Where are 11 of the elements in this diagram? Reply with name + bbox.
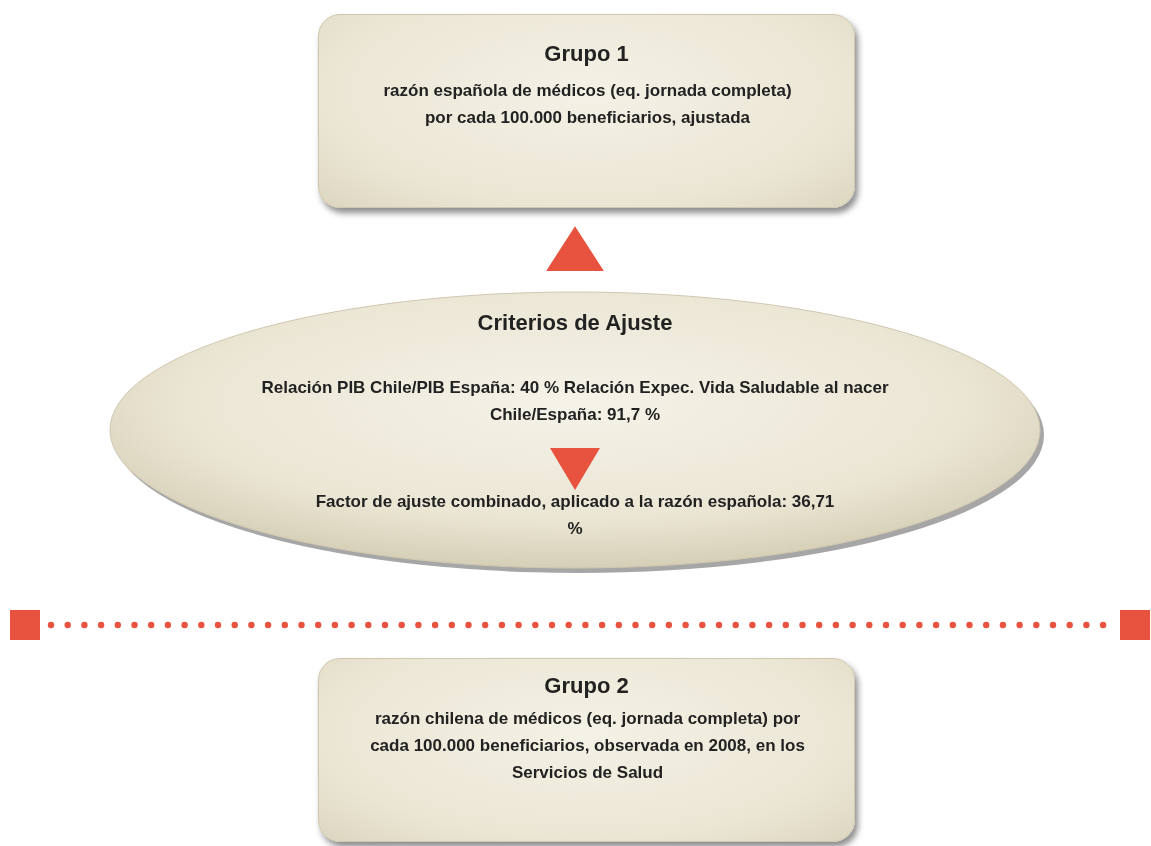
ellipse-shape (108, 290, 1042, 570)
node-text: razón española de médicos (eq. jornada completa) por cada 100.000 beneficiarios, ajustada (382, 80, 793, 129)
node-title: Grupo 1 (543, 41, 630, 67)
process-box (318, 14, 855, 208)
node-title: Criterios de Ajuste (476, 310, 674, 336)
arrow (546, 226, 604, 271)
process-box (318, 658, 855, 842)
node-text: Relación PIB Chile/PIB España: 40 % Relación Expec. Vida Saludable al nacer Chile/España: 91,7 % (260, 377, 890, 426)
node-text: Factor de ajuste combinado, aplicado a la razón española: 36,71 % (315, 491, 835, 540)
node-text: razón chilena de médicos (eq. jornada completa) por cada 100.000 beneficiarios, observada en 2008, en los Servicios de Salud (369, 708, 806, 784)
node-title: Grupo 2 (543, 673, 630, 699)
